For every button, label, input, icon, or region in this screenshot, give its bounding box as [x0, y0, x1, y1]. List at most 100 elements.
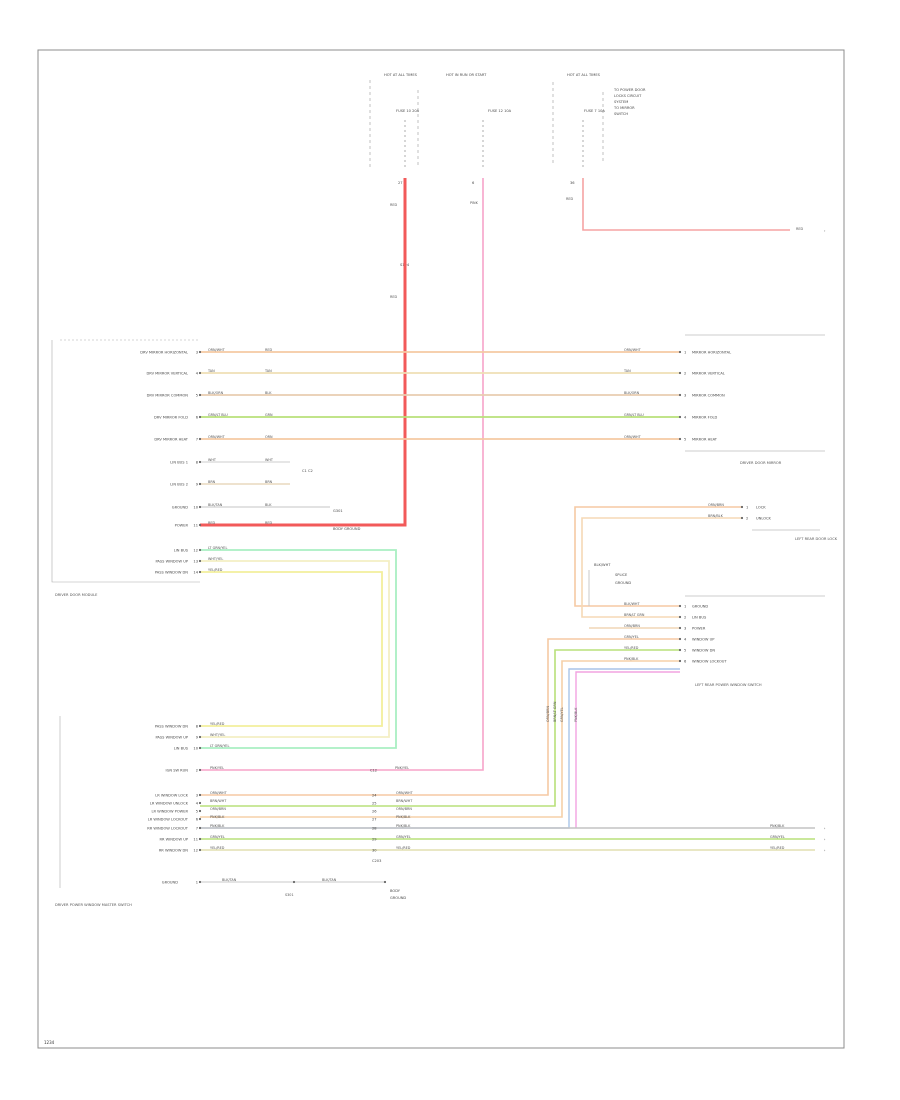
- lower-row-far-wire: YEL/RED: [770, 846, 785, 850]
- right-switch-label: WINDOW DN: [692, 649, 715, 653]
- right-switch-wire: YEL/RED: [624, 646, 639, 650]
- right-door-label: LOCK: [756, 506, 766, 510]
- right-mirror-pin: 5: [684, 438, 686, 442]
- lower-ign-wire: PNK/YEL: [210, 766, 224, 770]
- right-switch-wire: GRN/YEL: [624, 635, 639, 639]
- lower-row-arrow: ›: [824, 827, 826, 831]
- left-row-pin: 3: [196, 351, 198, 355]
- wire-door-lock: [574, 506, 742, 607]
- right-door-label: UNLOCK: [756, 517, 772, 521]
- lower-ign-far-wire: PNK/YEL: [395, 766, 409, 770]
- source-3-fuse: FUSE 7 10A: [584, 109, 605, 113]
- source-1-heading: HOT AT ALL TIMES: [384, 73, 418, 77]
- wire-lin-bus-loop: [200, 549, 397, 749]
- lower-row-label: LR WINDOW POWER: [151, 810, 188, 814]
- right-ground-sub: GROUND: [615, 581, 631, 585]
- left-row-label: DRV MIRROR HORIZONTAL: [140, 351, 188, 355]
- right-door-pin: 1: [746, 506, 748, 510]
- lower-row-label: RR WINDOW DN: [159, 849, 188, 853]
- lower-row-terminal: [198, 801, 202, 805]
- left-row-pin: 4: [196, 372, 199, 376]
- lower-row-terminal: [198, 817, 202, 821]
- left-row-pin: 6: [196, 416, 199, 420]
- right-ground-label: BLK/WHT: [594, 563, 611, 567]
- right-switch-pin: 6: [684, 660, 687, 664]
- top-red-arrow: ›: [824, 229, 826, 233]
- lower-row-conn-pin: 26: [372, 810, 377, 814]
- lower-row-terminal: [198, 826, 202, 830]
- lower-row-wire: PNK/BLK: [210, 815, 225, 819]
- source-1-fuse: FUSE 10 20A: [396, 109, 420, 113]
- lower-top-wire: LT GRN/YEL: [210, 744, 229, 748]
- lower-row-terminal: [198, 809, 202, 813]
- lower-module-caption: DRIVER POWER WINDOW MASTER SWITCH: [55, 903, 132, 907]
- right-mirror-label: MIRROR VERTICAL: [692, 372, 725, 376]
- right-switch-pin: 1: [684, 605, 686, 609]
- left-row-wire-tag: BRN: [265, 480, 273, 484]
- lower-top-label: PASS WINDOW UP: [156, 736, 189, 740]
- right-mirror-pin: 4: [684, 416, 687, 420]
- right-switch-terminal: [678, 615, 682, 619]
- right-switch-pin: 4: [684, 638, 687, 642]
- top-note-3: SYSTEM: [614, 100, 628, 104]
- lower-row-conn-wire: PNK/BLK: [396, 824, 411, 828]
- left-row-terminal: [198, 393, 202, 397]
- lower-conn-label: C203: [372, 859, 381, 863]
- right-mirror-pin: 1: [684, 351, 686, 355]
- lower-row-label: LR WINDOW LOCKOUT: [148, 818, 189, 822]
- lower-row-conn-wire: GRN/YEL: [396, 835, 411, 839]
- red-lower-tag: RED: [390, 295, 397, 299]
- wire-pass-up-loop: [200, 560, 390, 738]
- lower-ign-label: IGN SW RUN: [166, 769, 189, 773]
- left-row-wire: RED: [208, 521, 215, 525]
- left-row-label: DRV MIRROR COMMON: [147, 394, 189, 398]
- lower-row-pin: 3: [196, 794, 198, 798]
- left-bottom-label: LIN BUS: [174, 549, 189, 553]
- lower-top-label: PASS WINDOW DN: [155, 725, 188, 729]
- wires: [200, 120, 815, 883]
- top-note-2: LOCKS CIRCUIT: [614, 94, 642, 98]
- lower-ground-sub: GROUND: [390, 896, 406, 900]
- source-3-heading: HOT AT ALL TIMES: [567, 73, 601, 77]
- right-mirror-wire: BLK/ORN: [624, 391, 640, 395]
- lower-row-terminal: [198, 793, 202, 797]
- right-door-wire: ORN/BRN: [708, 503, 724, 507]
- lower-ign-conn-pin: C12: [370, 769, 377, 773]
- left-ground-note: BODY GROUND: [333, 527, 361, 531]
- left-row-wire-tag: TAN: [264, 369, 272, 373]
- right-mirror-terminal: [678, 437, 682, 441]
- top-note-4: TO MIRROR: [613, 106, 635, 110]
- lower-ground-end: [383, 880, 387, 884]
- right-mirror-label: MIRROR FOLD: [692, 416, 718, 420]
- lower-row-pin: 7: [196, 827, 198, 831]
- lower-row-wire: BRN/WHT: [210, 799, 227, 803]
- top-sources: HOT AT ALL TIMES FUSE 10 20A 27 RED HOT …: [369, 73, 826, 299]
- right-switch-wire: BRN/LT GRN: [624, 613, 645, 617]
- right-mirror-terminal: [678, 393, 682, 397]
- lower-ground-splice-dot: [292, 880, 296, 884]
- left-bottom-pin: 14: [193, 571, 198, 575]
- left-row-wire: TAN: [207, 369, 215, 373]
- left-row-terminal: [198, 415, 202, 419]
- left-bottom-terminal: [198, 548, 202, 552]
- left-row-pin: 11: [193, 524, 198, 528]
- left-bottom-terminal: [198, 559, 202, 563]
- lower-row-pin: 12: [193, 849, 198, 853]
- vertical-wire-tag: ORN/BRN: [546, 706, 550, 722]
- source-1-wire: RED: [390, 203, 397, 207]
- right-ground: BLK/WHT SPLICE GROUND: [588, 563, 631, 606]
- left-row-pin: 7: [196, 438, 198, 442]
- left-row-terminal: [198, 482, 202, 486]
- left-row-wire: GRN/LT BLU: [208, 413, 228, 417]
- left-row-wire: BLK/ORN: [208, 391, 224, 395]
- vertical-wire-tag: GRN/YEL: [560, 707, 564, 722]
- left-row-wire: BLK/TAN: [208, 503, 223, 507]
- right-mirror-pin: 3: [684, 394, 686, 398]
- lower-row-pin: 4: [196, 802, 199, 806]
- left-row-pin: 5: [196, 394, 198, 398]
- top-note-1: TO POWER DOOR: [613, 88, 646, 92]
